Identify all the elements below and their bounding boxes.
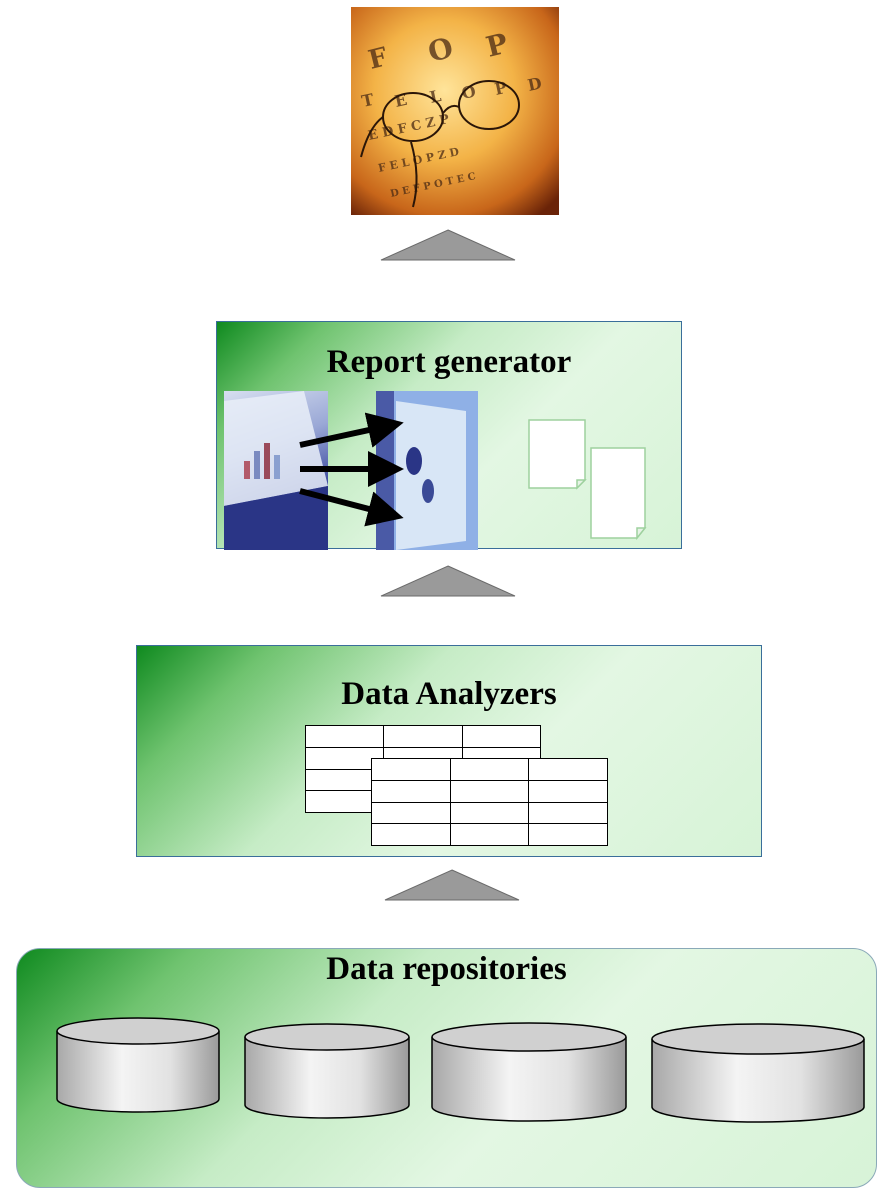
svg-text:E: E (393, 90, 409, 111)
database-cylinder (431, 1022, 627, 1122)
data-repositories-layer: Data repositories (16, 948, 877, 1188)
documents-icon (527, 418, 647, 544)
up-arrow-icon (380, 229, 516, 261)
svg-text:L: L (428, 86, 443, 107)
data-analyzers-layer: Data Analyzers (136, 645, 762, 857)
database-cylinder (244, 1023, 410, 1119)
database-cylinder (651, 1023, 865, 1123)
transfer-arrows-icon (299, 412, 404, 527)
database-cylinder (56, 1017, 220, 1113)
up-arrow-icon (384, 869, 520, 901)
svg-text:D: D (526, 73, 544, 94)
svg-text:T: T (360, 90, 376, 111)
report-generator-title: Report generator (326, 344, 572, 380)
eye-chart-photo: F O P T E L O P D E D F C Z P F E L O P … (351, 7, 559, 215)
data-table-front (371, 758, 608, 846)
data-repositories-title: Data repositories (326, 951, 567, 987)
svg-text:P: P (493, 78, 509, 99)
report-chart-photo (224, 391, 328, 550)
up-arrow-icon (380, 565, 516, 597)
data-analyzers-title: Data Analyzers (341, 676, 557, 712)
svg-text:O: O (460, 81, 478, 102)
database-cylinders-icon (56, 1017, 865, 1123)
report-generator-layer: Report generator (216, 321, 682, 550)
